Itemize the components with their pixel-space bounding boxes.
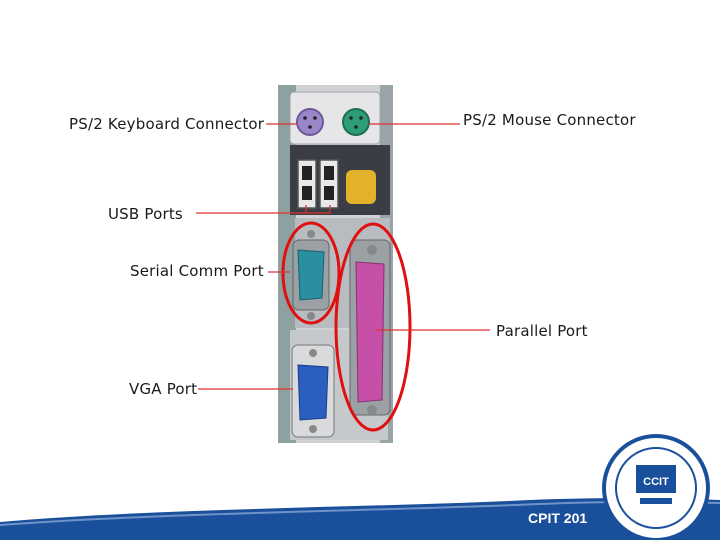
parallel-highlight-ellipse xyxy=(334,222,412,432)
ccit-logo-seal: CCIT xyxy=(602,434,710,540)
serial-port xyxy=(292,230,330,320)
vga-port xyxy=(291,344,335,438)
serial-port-label: Serial Comm Port xyxy=(130,262,264,280)
serial-highlight-ellipse xyxy=(281,221,341,325)
vga-port-label: VGA Port xyxy=(129,380,198,398)
callout-lines xyxy=(196,123,490,390)
footer-wave xyxy=(0,498,720,540)
ps2-mouse-label: PS/2 Mouse Connector xyxy=(463,111,636,129)
usb-ports xyxy=(297,159,339,209)
parallel-port-label: Parallel Port xyxy=(496,322,588,340)
ps2-keyboard-port xyxy=(296,108,324,136)
ps2-mouse-port xyxy=(342,108,370,136)
course-code: CPIT 201 xyxy=(528,510,588,526)
svg-text:CCIT: CCIT xyxy=(643,476,669,488)
ps2-keyboard-label: PS/2 Keyboard Connector xyxy=(69,115,265,133)
parallel-port xyxy=(349,239,391,416)
usb-ports-label: USB Ports xyxy=(108,205,183,223)
